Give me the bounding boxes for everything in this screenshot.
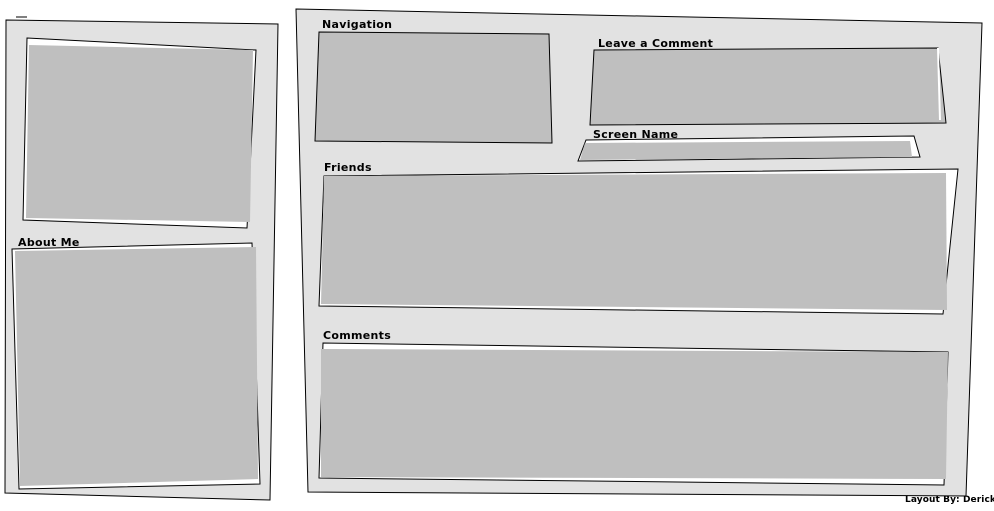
about-me-box bbox=[11, 242, 261, 490]
navigation-label: Navigation bbox=[322, 18, 393, 31]
profile-picture-box bbox=[22, 37, 257, 229]
comments-box bbox=[318, 342, 949, 486]
navigation-box bbox=[314, 31, 553, 144]
leave-comment-label: Leave a Comment bbox=[598, 37, 714, 50]
screen-name-box bbox=[577, 135, 921, 162]
leave-comment-box bbox=[589, 47, 947, 126]
comments-label: Comments bbox=[323, 329, 392, 342]
friends-box bbox=[318, 168, 959, 315]
layout-credit: Layout By: Derick bbox=[905, 495, 994, 505]
friends-label: Friends bbox=[324, 161, 372, 174]
about-me-label: About Me bbox=[18, 236, 80, 249]
screen-name-label: Screen Name bbox=[593, 128, 679, 141]
